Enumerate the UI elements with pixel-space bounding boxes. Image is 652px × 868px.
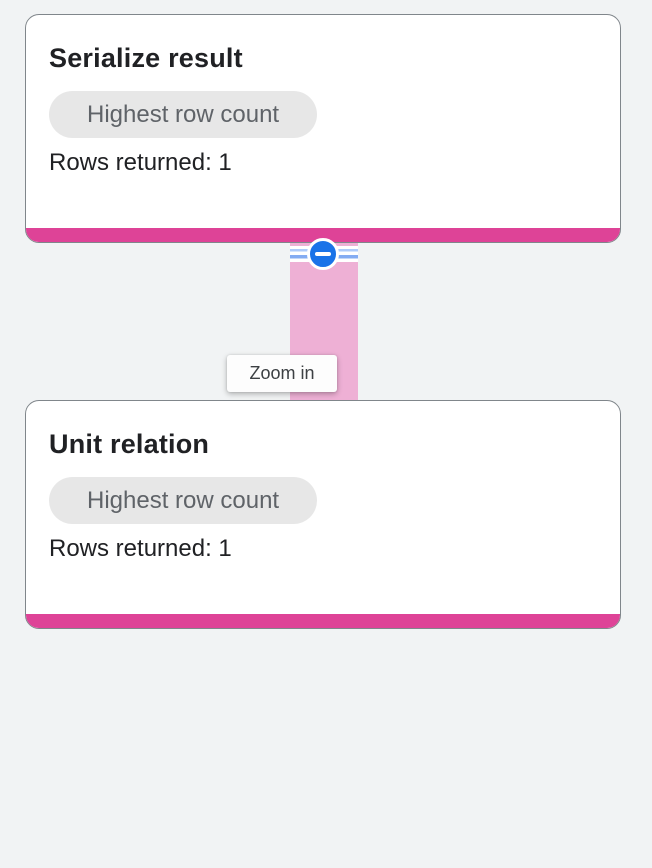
highest-row-count-badge: Highest row count xyxy=(49,477,318,525)
stage-accent-bar xyxy=(26,614,620,628)
stage-accent-bar xyxy=(26,228,620,242)
minus-circle-icon xyxy=(315,252,331,256)
highest-row-count-badge: Highest row count xyxy=(49,91,318,139)
stage-node-content: Serialize result Highest row count Rows … xyxy=(26,15,620,177)
stage-title: Serialize result xyxy=(49,43,243,73)
stage-node-unit-relation[interactable]: Unit relation Highest row count Rows ret… xyxy=(25,400,621,629)
stage-node-content: Unit relation Highest row count Rows ret… xyxy=(26,401,620,563)
stage-title: Unit relation xyxy=(49,429,210,459)
zoom-in-tooltip: Zoom in xyxy=(227,355,337,392)
collapse-edge-button[interactable] xyxy=(307,238,339,270)
rows-returned-text: Rows returned: 1 xyxy=(49,535,232,563)
rows-returned-text: Rows returned: 1 xyxy=(49,149,232,177)
stage-node-serialize-result[interactable]: Serialize result Highest row count Rows … xyxy=(25,14,621,243)
